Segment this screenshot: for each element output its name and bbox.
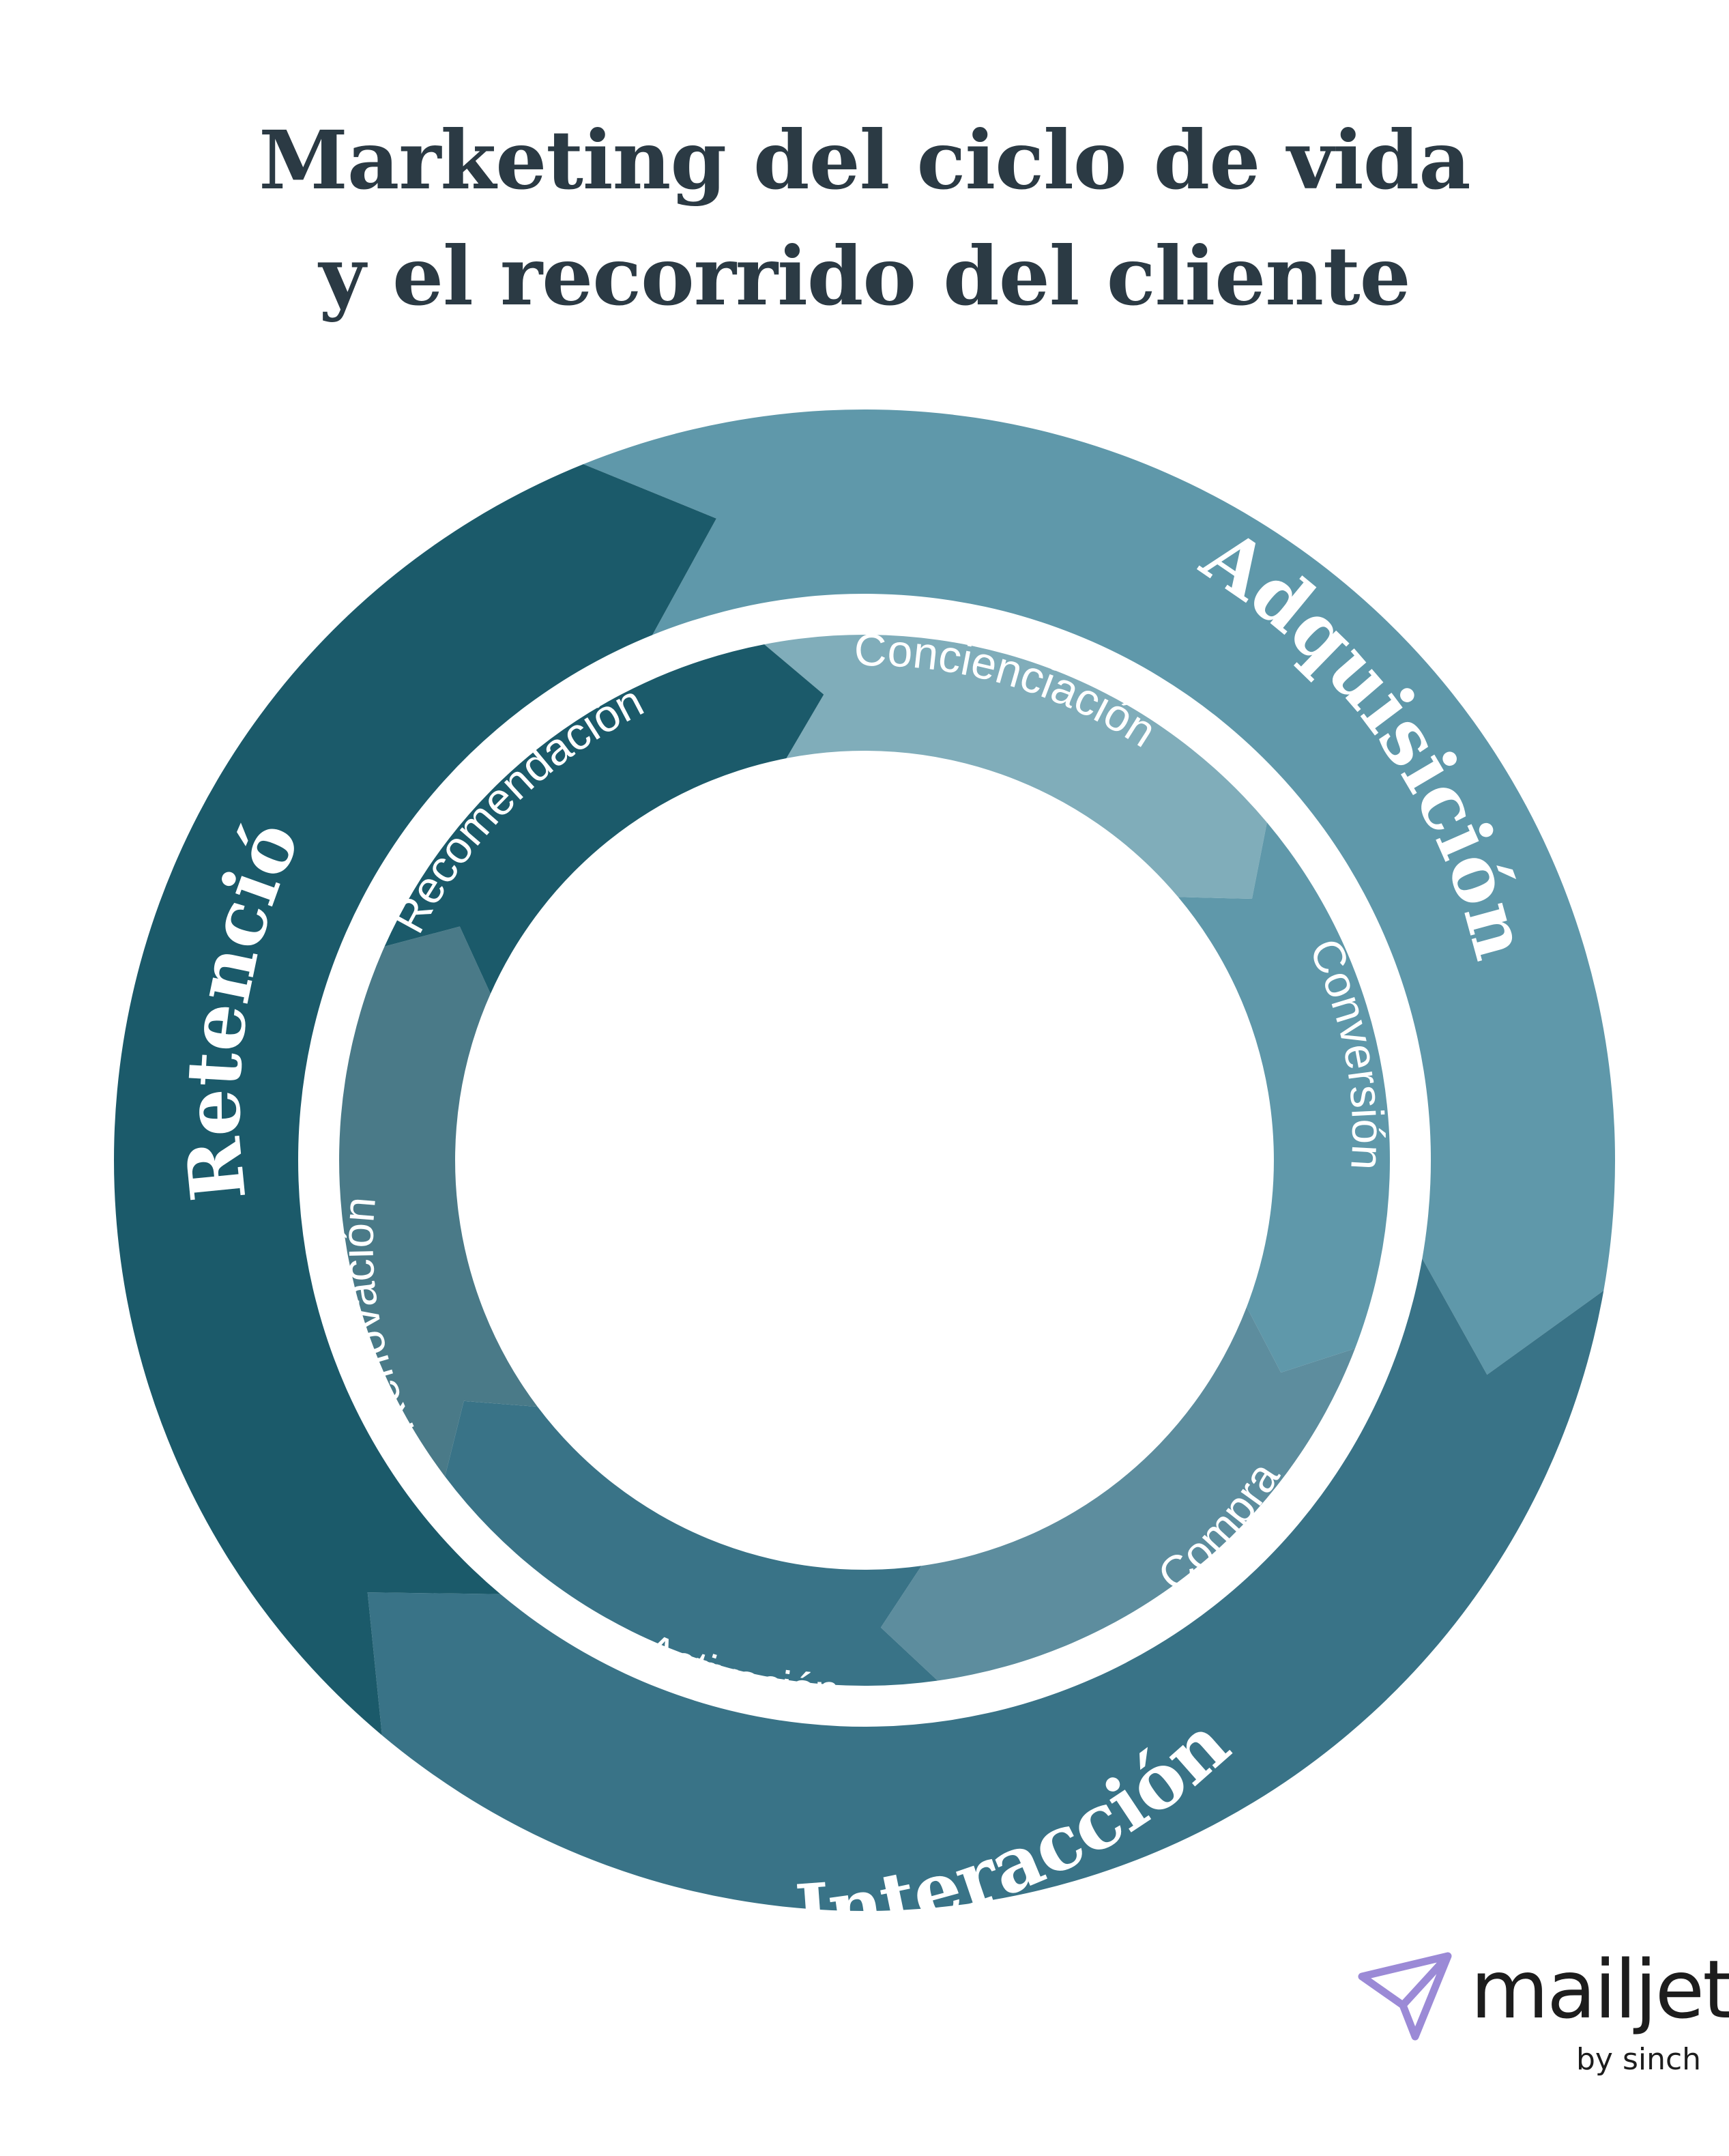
title-line-1: Marketing del ciclo de vida xyxy=(259,113,1470,207)
stage-arrow-adquisicion xyxy=(583,409,1616,1375)
page-title: Marketing del ciclo de vida y el recorri… xyxy=(0,102,1729,334)
step-arrow-activacion xyxy=(445,1400,938,1686)
step-arrow-conversion xyxy=(1178,822,1391,1372)
step-arrow-renovacion xyxy=(339,926,538,1477)
outer-ring xyxy=(114,409,1616,1911)
step-arrow-recomendacion xyxy=(384,644,824,994)
inner-ring xyxy=(339,634,1391,1686)
mailjet-logo: mailjet by sinch xyxy=(1358,1942,1729,2123)
step-arrow-compra xyxy=(880,1307,1355,1681)
step-arrow-concienciacion xyxy=(764,634,1267,899)
logo-wordmark: mailjet xyxy=(1470,1942,1729,2037)
stage-arrow-retencion xyxy=(114,464,716,1736)
stage-arrow-interaccion xyxy=(367,1259,1604,1911)
logo-byline: by sinch xyxy=(1576,2042,1702,2077)
paper-plane-icon xyxy=(1358,1952,1452,2041)
title-line-2: y el recorrido del cliente xyxy=(319,229,1410,324)
